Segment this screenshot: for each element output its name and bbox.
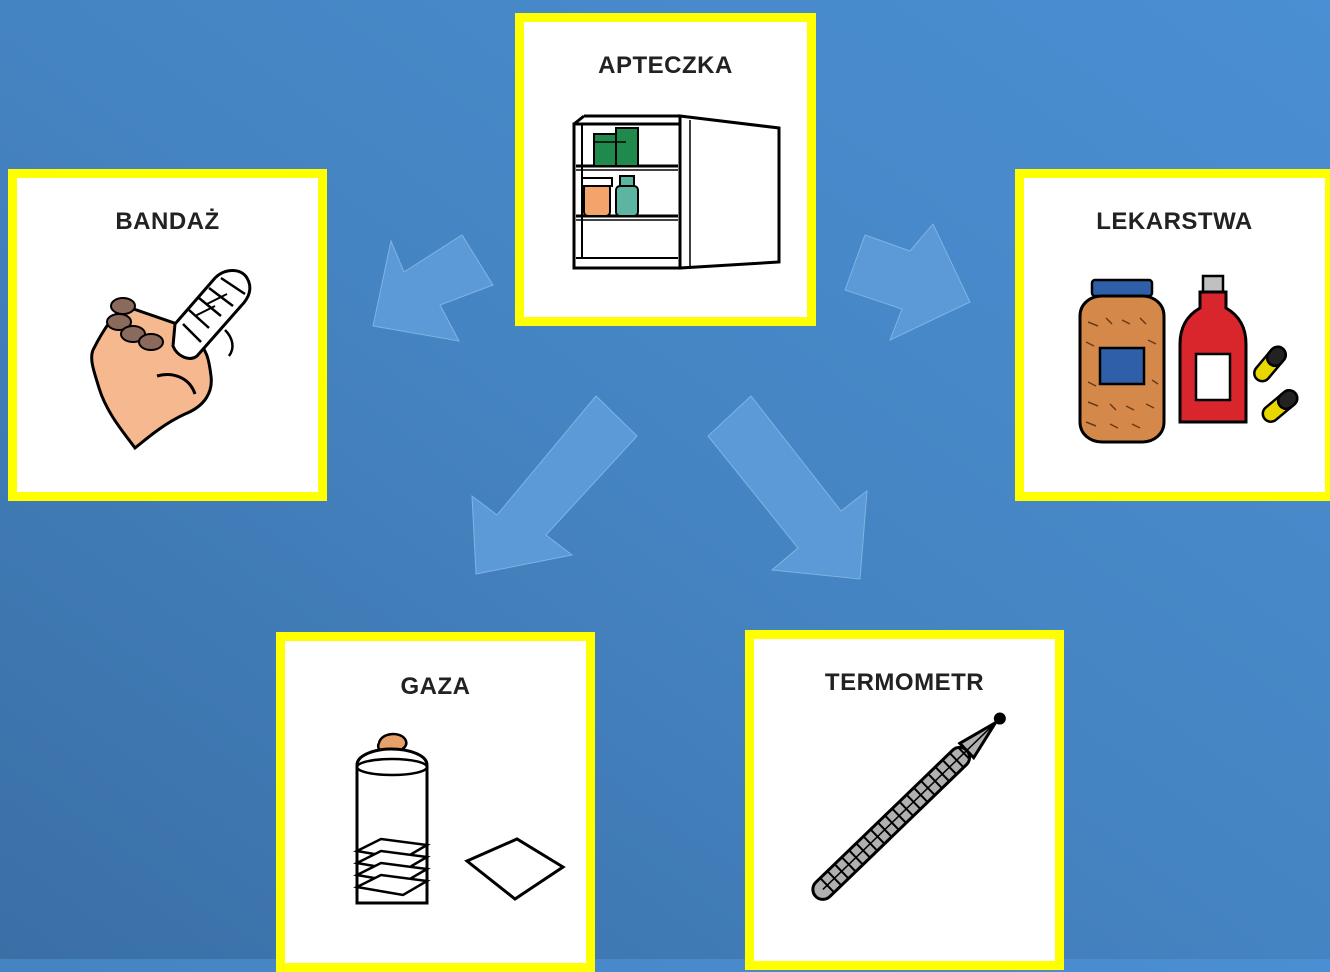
card-termometr-label: TERMOMETR bbox=[824, 669, 985, 696]
bandaged-finger-icon bbox=[90, 269, 252, 451]
gauze-icon bbox=[353, 732, 566, 905]
card-bandaz-label: BANDAŻ bbox=[115, 208, 220, 235]
card-lekarstwa-label: LEKARSTWA bbox=[1096, 208, 1253, 235]
arrow-to-gaza bbox=[471, 395, 638, 575]
arrow-to-bandaz bbox=[372, 234, 494, 342]
card-termometr: TERMOMETR bbox=[745, 630, 1064, 970]
card-bandaz: BANDAŻ bbox=[8, 169, 327, 501]
medicine-bottles-icon bbox=[1078, 274, 1299, 444]
card-apteczka: APTECZKA bbox=[515, 13, 816, 326]
card-gaza-label: GAZA bbox=[400, 673, 471, 700]
card-apteczka-label: APTECZKA bbox=[598, 52, 733, 79]
card-lekarstwa: LEKARSTWA bbox=[1015, 169, 1330, 501]
thermometer-icon bbox=[811, 712, 1006, 901]
medicine-cabinet-icon bbox=[572, 114, 781, 270]
arrow-to-termometr bbox=[707, 395, 868, 580]
card-gaza: GAZA bbox=[276, 632, 595, 972]
arrow-to-lekarstwa bbox=[844, 223, 971, 341]
